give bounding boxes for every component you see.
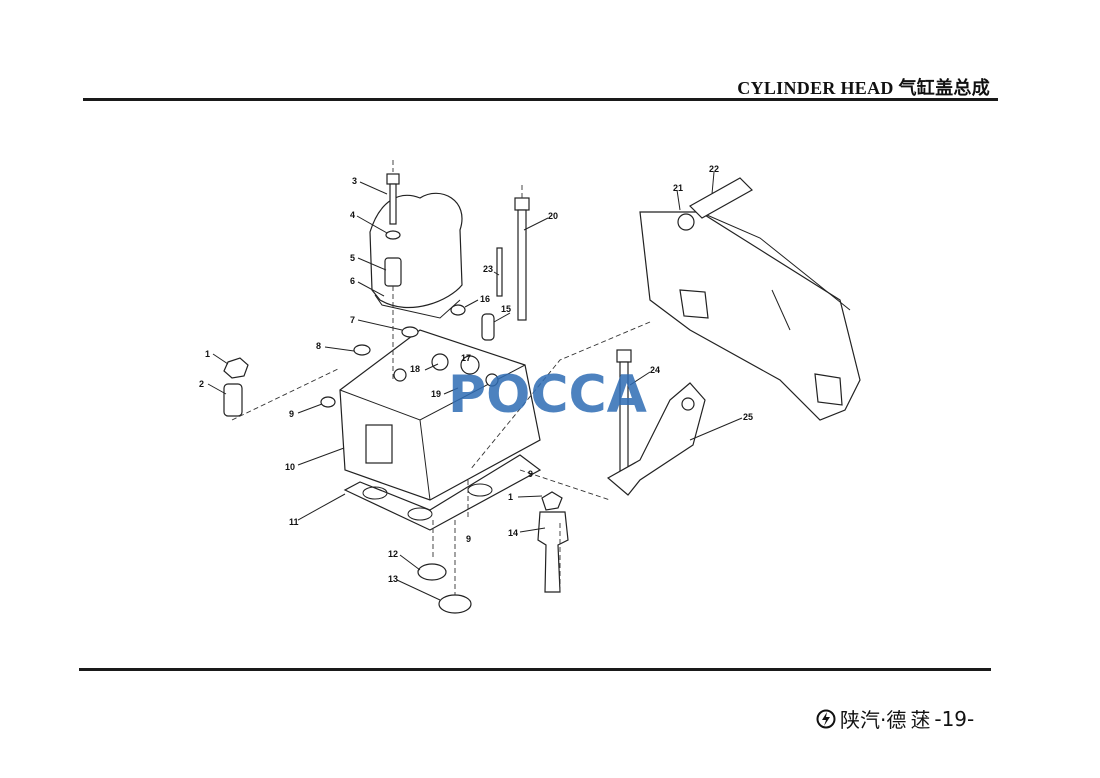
assembly-lines [231,286,651,595]
sleeve-15 [481,313,495,341]
footer-brand-glyph: 蒁 [910,708,931,732]
callout-18: 18 [410,364,420,374]
rocker-stand-14 [537,491,569,593]
shacman-logo-icon [816,709,836,728]
callout-12: 12 [388,549,398,559]
callout-9b: 9 [528,469,533,479]
callout-9c: 9 [466,534,471,544]
callout-6: 6 [350,276,355,286]
footer-brand: 陕汽·德 [840,708,907,732]
washer-4 [385,230,401,240]
callout-19: 19 [431,389,441,399]
callout-3: 3 [352,176,357,186]
callout-17: 17 [461,353,471,363]
bolt-3 [386,160,400,225]
callout-13: 13 [388,574,398,584]
page-title: CYLINDER HEAD 气缸盖总成 [737,78,990,98]
callout-5: 5 [350,253,355,263]
callout-1: 1 [205,349,210,359]
bracket-25 [606,382,706,496]
callout-23: 23 [483,264,493,274]
plug-7 [401,326,419,338]
sleeve-2 [223,383,243,417]
callout-25: 25 [743,412,753,422]
bolt-20 [514,185,530,321]
callout-20: 20 [548,211,558,221]
stud-23 [496,247,503,297]
top-rule [83,98,998,101]
callout-11: 11 [289,517,299,527]
callout-1b: 1 [508,492,513,502]
seal-13 [438,594,472,614]
callout-9: 9 [289,409,294,419]
spacer-5 [384,257,402,287]
callout-10: 10 [285,462,295,472]
watermark: POCCA [448,365,647,425]
callout-8: 8 [316,341,321,351]
callout-15: 15 [501,304,511,314]
seal-12 [417,563,447,581]
nut-1 [223,357,249,379]
page-footer: 陕汽·德 蒁 -19- [816,704,974,733]
page-number: -19- [934,706,975,731]
bottom-rule [79,668,991,671]
clamp-21-22 [677,177,753,231]
callout-2: 2 [199,379,204,389]
exhaust-manifold [639,211,861,421]
callout-24: 24 [650,365,660,375]
callout-16: 16 [480,294,490,304]
plug-8 [353,344,371,356]
callout-labels: 1 2 3 4 5 6 7 8 9 10 11 12 13 14 15 16 1… [199,164,753,584]
plug-9 [320,396,336,408]
cylinder-head-block [339,329,541,501]
callout-21: 21 [673,183,683,193]
callout-4: 4 [350,210,355,220]
leader-lines [207,171,743,601]
callout-14: 14 [508,528,518,538]
callout-7: 7 [350,315,355,325]
valve-cover [369,192,463,319]
plug-16 [450,304,466,316]
callout-22: 22 [709,164,719,174]
